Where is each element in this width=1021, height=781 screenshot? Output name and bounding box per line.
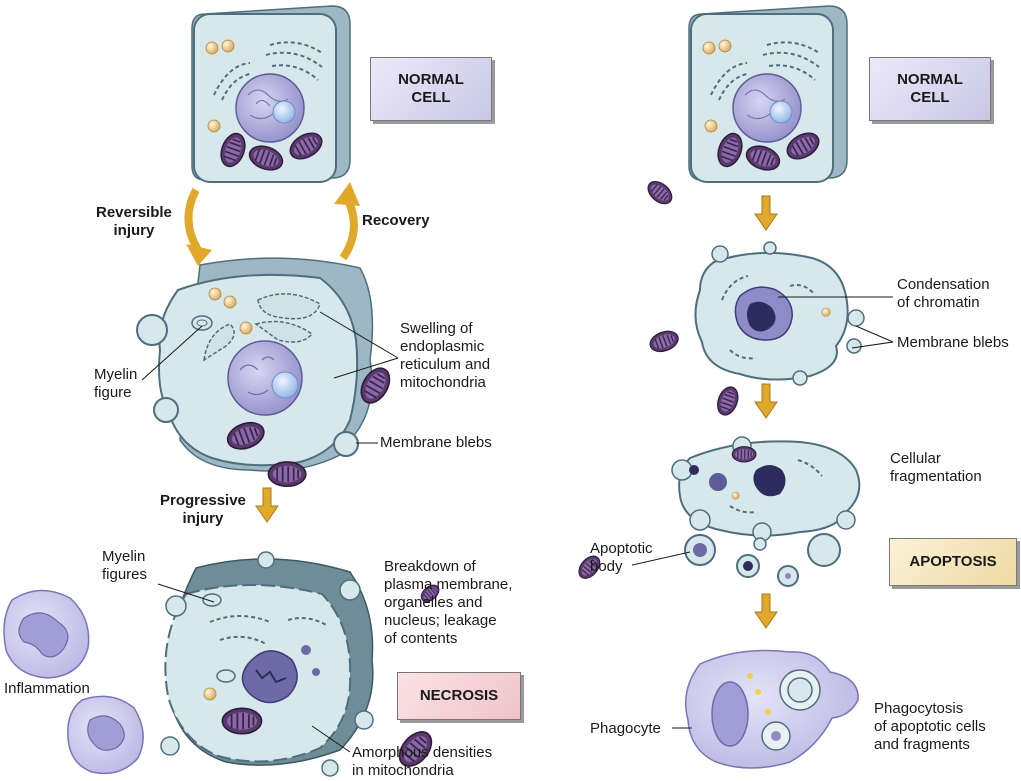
normal-cell-box-left: NORMAL CELL [370, 57, 492, 121]
apoptosis-arrow-3 [754, 593, 778, 629]
apoptosis-arrow-2 [754, 383, 778, 419]
apoptotic-bodies [417, 533, 841, 606]
phagocyte-label: Phagocyte [590, 720, 661, 737]
normal-cell-box-right: NORMAL CELL [869, 57, 991, 121]
myelin-figures-label: Myelin figures [102, 548, 148, 583]
apoptotic-cell-condensed [643, 176, 865, 419]
amorphous-densities-label: Amorphous densities in mitochondria [352, 744, 493, 779]
necrotic-cell [160, 551, 439, 777]
swelling-label: Swelling of endoplasmic reticulum and mi… [400, 320, 491, 391]
leader-lines [141, 296, 894, 753]
reversible-injury-label: Reversible injury [96, 204, 172, 239]
phagocytosis-label: Phagocytosis of apoptotic cells and frag… [874, 700, 986, 753]
progressive-injury-arrow [255, 487, 279, 523]
apoptotic-body-label: Apoptotic body [590, 540, 653, 575]
normal-cell-right [688, 5, 848, 183]
membrane-blebs-label-right: Membrane blebs [897, 334, 1009, 351]
progressive-injury-label: Progressive injury [160, 492, 246, 527]
swollen-cell [136, 257, 397, 488]
recovery-label: Recovery [362, 212, 430, 229]
condensation-label: Condensation of chromatin [897, 276, 990, 311]
phagocyte-cell [685, 649, 859, 769]
membrane-blebs-label-left: Membrane blebs [380, 434, 492, 451]
inflammation-cells [3, 589, 144, 775]
fragmenting-cell [574, 436, 861, 583]
necrosis-box: NECROSIS [397, 672, 521, 720]
breakdown-label: Breakdown of plasma membrane, organelles… [384, 558, 513, 647]
recovery-arrow [334, 182, 360, 261]
myelin-figure-label: Myelin figure [94, 366, 138, 401]
inflammation-label: Inflammation [4, 680, 90, 697]
apoptosis-arrow-1 [754, 195, 778, 231]
reversible-injury-arrow [184, 188, 212, 266]
apoptosis-box: APOPTOSIS [889, 538, 1017, 586]
normal-cell-left [191, 5, 351, 183]
cellular-fragmentation-label: Cellular fragmentation [890, 450, 982, 485]
